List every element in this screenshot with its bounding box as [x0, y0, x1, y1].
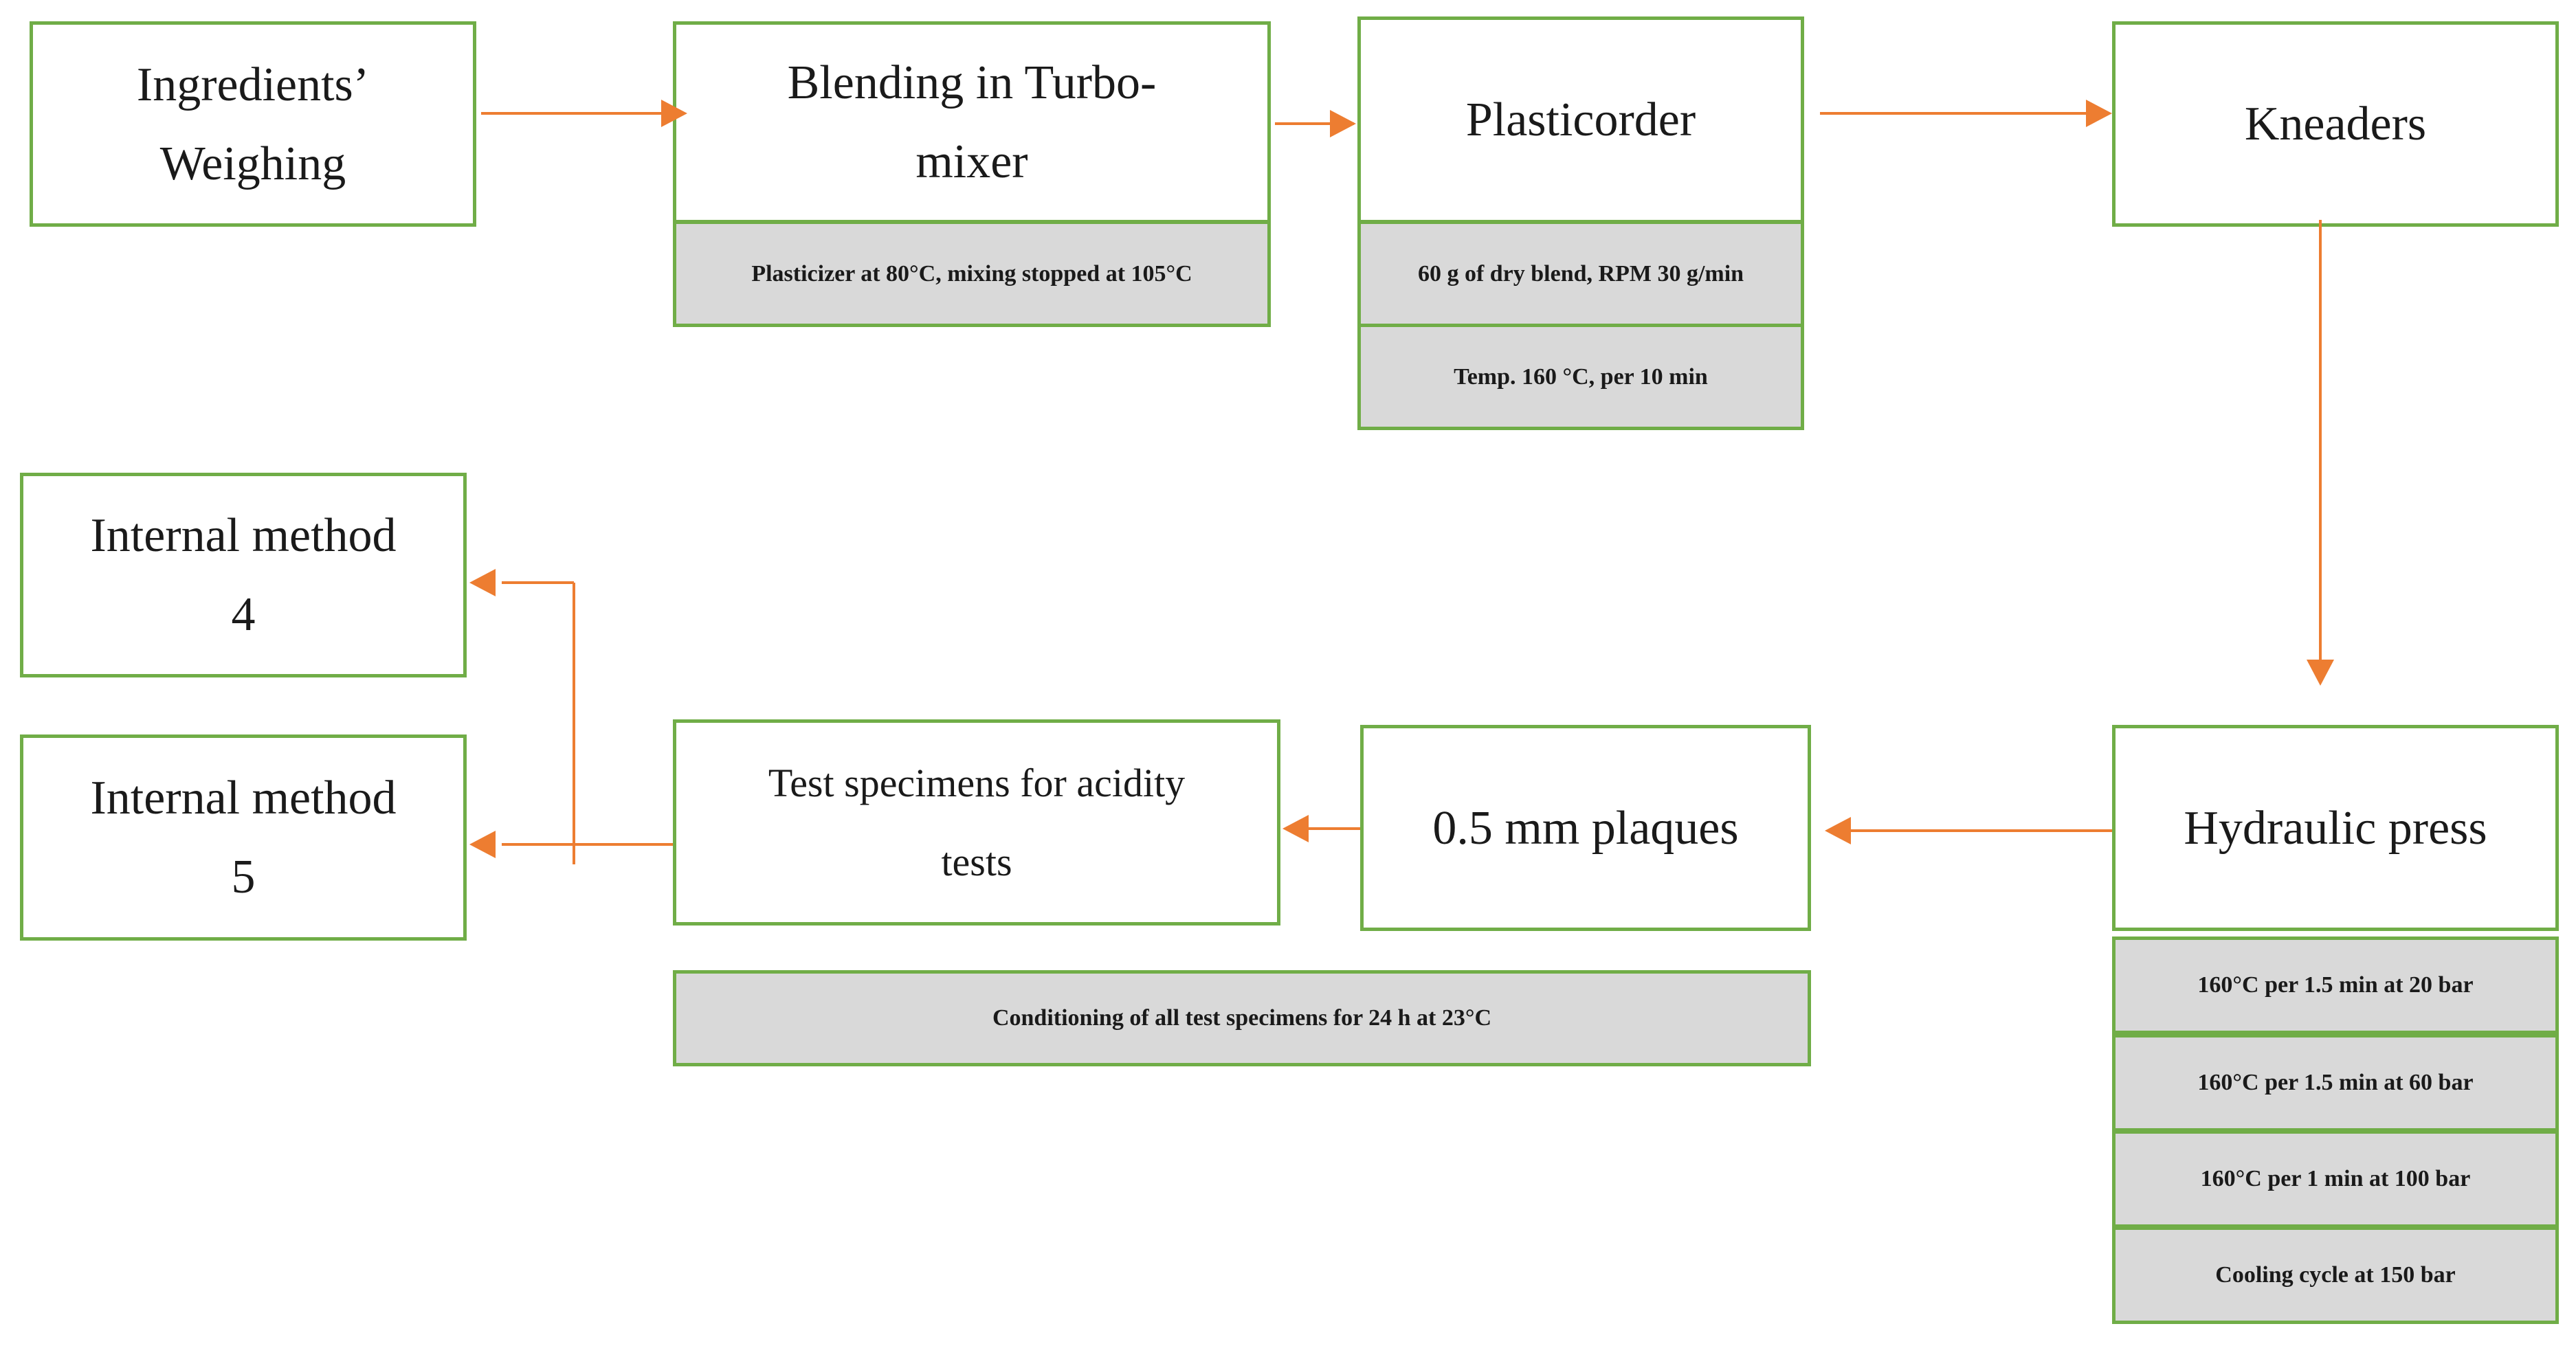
press-note-4: Cooling cycle at 150 bar [2112, 1226, 2559, 1324]
blending-label: Blending in Turbo- mixer [787, 56, 1157, 188]
ingredients-weighing-box: Ingredients’ Weighing [30, 21, 476, 227]
arrowhead-blending [661, 100, 687, 127]
arrowhead-press [2307, 660, 2334, 686]
press-note-2-text: 160°C per 1.5 min at 60 bar [2197, 1070, 2474, 1095]
plasticorder-note-1-text: 60 g of dry blend, RPM 30 g/min [1417, 260, 1744, 287]
press-note-3: 160°C per 1 min at 100 bar [2112, 1130, 2559, 1228]
kneaders-box: Kneaders [2112, 21, 2559, 227]
conditioning-note: Conditioning of all test specimens for 2… [673, 970, 1811, 1066]
test-specimens-label: Test specimens for acidity tests [768, 761, 1186, 884]
ingredients-weighing-label: Ingredients’ Weighing [136, 58, 370, 190]
arrowhead-kneaders [2086, 100, 2112, 127]
hydraulic-press-label: Hydraulic press [2184, 801, 2487, 855]
plaques-box: 0.5 mm plaques [1360, 725, 1811, 931]
arrowhead-internal4 [469, 569, 496, 596]
kneaders-label: Kneaders [2244, 98, 2427, 150]
conditioning-note-text: Conditioning of all test specimens for 2… [992, 1005, 1492, 1031]
blending-note: Plasticizer at 80°C, mixing stopped at 1… [673, 221, 1271, 327]
plasticorder-note-2-text: Temp. 160 °C, per 10 min [1454, 363, 1708, 390]
blending-note-text: Plasticizer at 80°C, mixing stopped at 1… [751, 260, 1192, 287]
arrowhead-plasticorder [1330, 110, 1356, 137]
blending-box: Blending in Turbo- mixer [673, 21, 1271, 223]
arrowhead-internal5 [469, 831, 496, 858]
press-note-2: 160°C per 1.5 min at 60 bar [2112, 1034, 2559, 1132]
press-note-1: 160°C per 1.5 min at 20 bar [2112, 936, 2559, 1034]
arrowhead-plaques [1825, 817, 1851, 844]
arrowhead-specimens [1283, 815, 1309, 842]
plasticorder-note-2: Temp. 160 °C, per 10 min [1357, 324, 1804, 430]
hydraulic-press-box: Hydraulic press [2112, 725, 2559, 931]
plasticorder-label: Plasticorder [1465, 93, 1696, 146]
press-note-4-text: Cooling cycle at 150 bar [2215, 1262, 2456, 1288]
press-note-1-text: 160°C per 1.5 min at 20 bar [2197, 972, 2474, 998]
internal-method-5-box: Internal method 5 [20, 734, 467, 941]
test-specimens-box: Test specimens for acidity tests [673, 719, 1280, 926]
internal-method-4-box: Internal method 4 [20, 473, 467, 677]
press-note-3-text: 160°C per 1 min at 100 bar [2200, 1166, 2471, 1191]
internal-method-4-label: Internal method 4 [90, 509, 397, 641]
plaques-label: 0.5 mm plaques [1432, 801, 1739, 855]
internal-method-5-label: Internal method 5 [90, 772, 397, 904]
